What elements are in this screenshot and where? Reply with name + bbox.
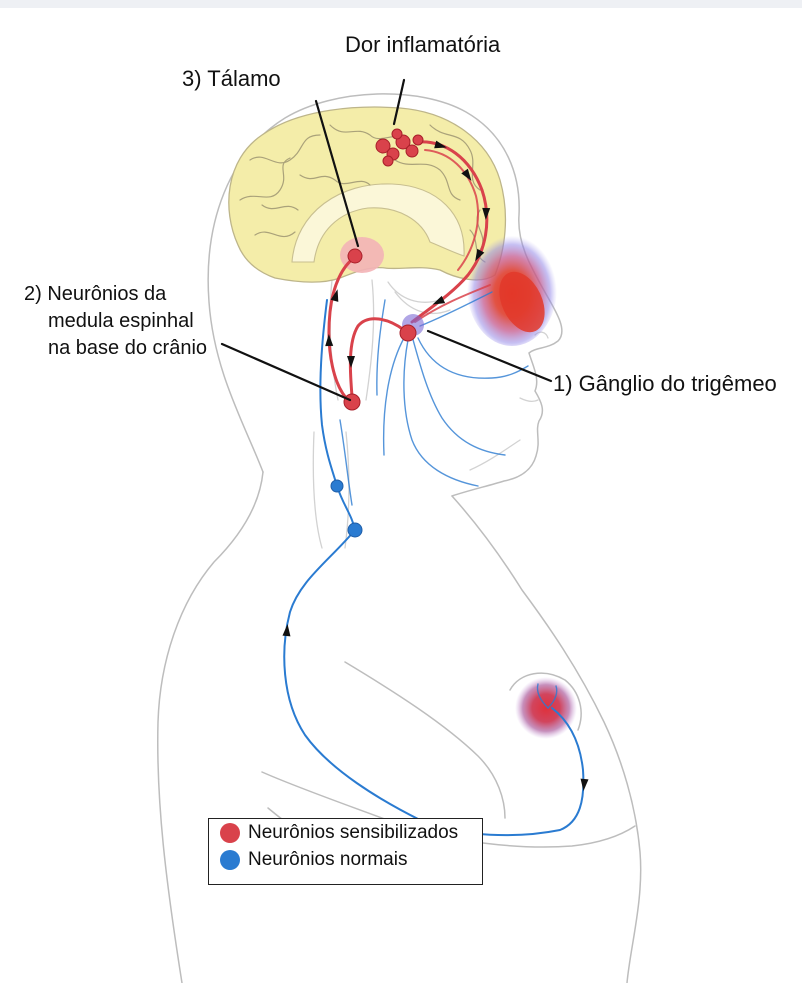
legend-label-normal: Neurônios normais [248, 849, 407, 871]
legend-item-sensitized: Neurônios sensibilizados [220, 819, 482, 846]
label-trigeminal-ganglion: 1) Gânglio do trigêmeo [553, 373, 777, 395]
label-spinal-line-1: 2) Neurônios da [24, 281, 207, 308]
legend-label-sensitized: Neurônios sensibilizados [248, 822, 458, 844]
brainstem-nerve [377, 300, 385, 395]
body-front-outline [452, 496, 641, 983]
label-spinal-neurons: 2) Neurônios da medula espinhal na base … [24, 281, 207, 362]
direction-arrow [579, 779, 588, 792]
legend-dot-sensitized [220, 823, 240, 843]
legend-item-normal: Neurônios normais [220, 846, 482, 873]
spinal-cord-line [313, 432, 322, 548]
legend: Neurônios sensibilizados Neurônios norma… [208, 818, 483, 885]
mouth-line [520, 398, 538, 401]
label-spinal-line-2: medula espinhal [24, 308, 207, 335]
spinal-neuron [344, 394, 360, 410]
direction-arrow [282, 624, 291, 637]
brain [229, 107, 506, 282]
label-spinal-line-3: na base do crânio [24, 335, 207, 362]
facial-nerve-branch [404, 340, 478, 486]
jaw-line [470, 440, 520, 470]
facial-nerve-branch [384, 338, 404, 455]
normal-neuron-lower [348, 523, 362, 537]
thalamus-neuron [348, 249, 362, 263]
label-inflammatory-pain: Dor inflamatória [345, 34, 500, 56]
brainstem-line [366, 280, 374, 400]
direction-arrow [347, 356, 355, 368]
arm-inflammation-glow [515, 677, 577, 739]
facial-nerve-branch [412, 336, 505, 455]
arm-fold-outline [345, 662, 505, 818]
trigeminal-ganglion-neuron [400, 325, 416, 341]
normal-neuron-upper [331, 480, 343, 492]
legend-dot-normal [220, 850, 240, 870]
direction-arrow [325, 334, 333, 346]
normal-neuron-pathway [284, 292, 583, 835]
back-outline [158, 472, 263, 983]
label-thalamus: 3) Tálamo [182, 68, 281, 90]
neck-nerve [320, 300, 355, 530]
